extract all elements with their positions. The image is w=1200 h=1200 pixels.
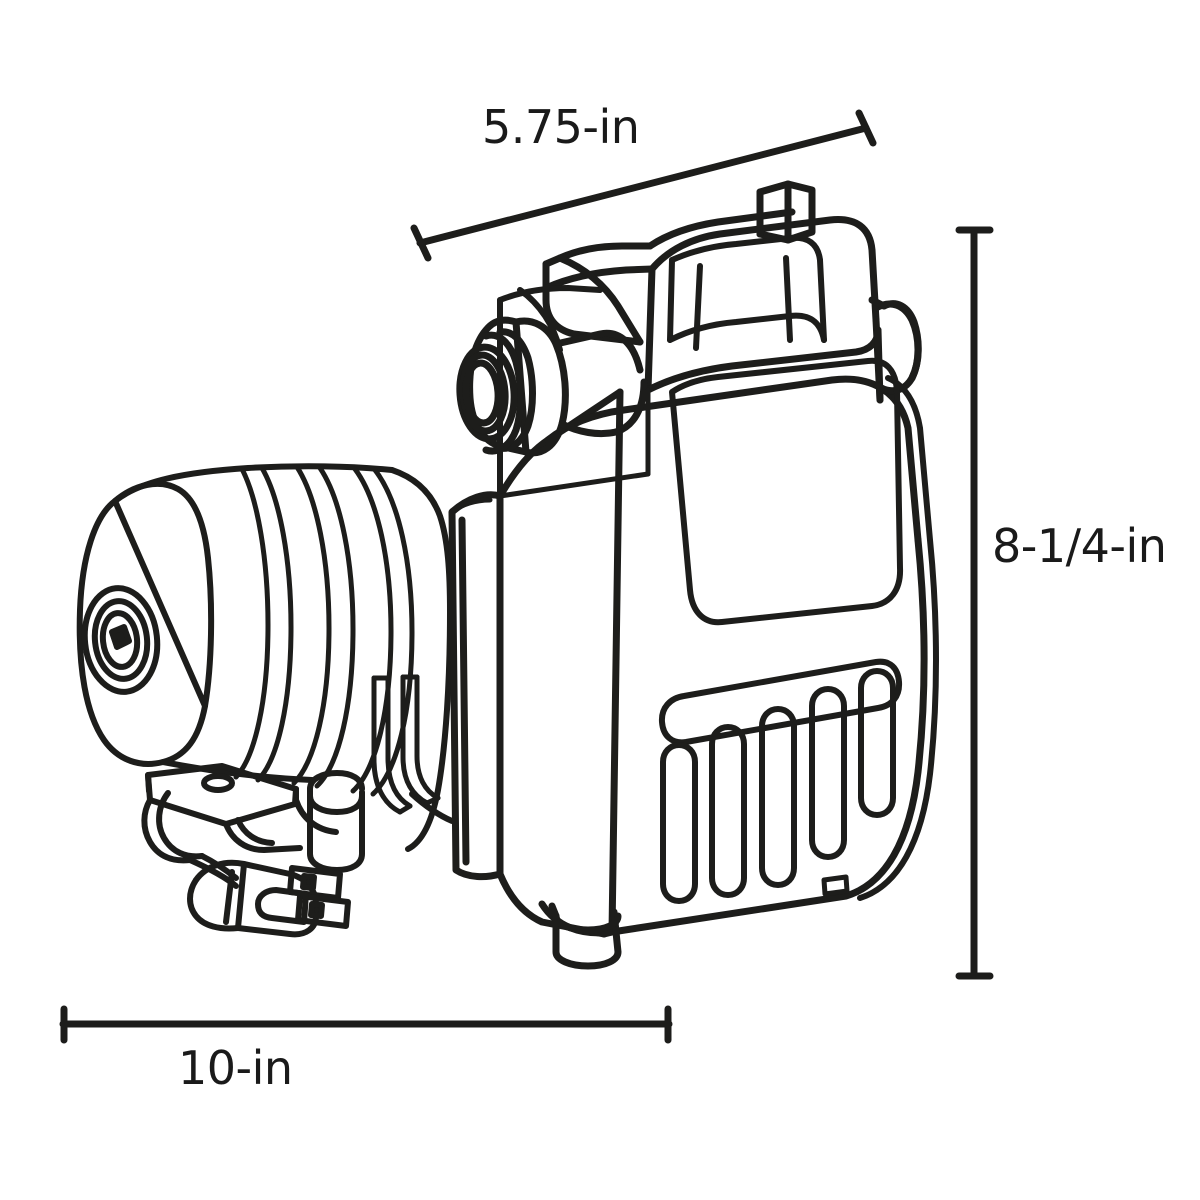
power-plug: [187, 859, 351, 938]
priming-plug: [756, 180, 816, 244]
motor-foot: [307, 770, 365, 873]
body-seam-lines: [449, 387, 651, 515]
dimension-label-height: 8-1/4-in: [992, 519, 1167, 573]
body-tab: [821, 874, 850, 897]
top-bracket: [542, 208, 796, 346]
motor-end-cap: [81, 585, 161, 695]
vent-slots: [658, 658, 903, 904]
drain-plug: [548, 902, 622, 970]
pump-volute-housing: [448, 388, 624, 938]
pump-top-casting: [644, 216, 884, 404]
motor-bands: [233, 464, 415, 797]
pump-body-shell: [538, 375, 928, 938]
motor-cooling-vents: [371, 674, 441, 815]
pump-body-right-contour: [857, 375, 939, 901]
dimension-line-height: [955, 226, 994, 980]
motor-housing: [76, 463, 395, 783]
dimension-line-width: [410, 109, 877, 262]
front-panel: [669, 357, 904, 626]
dimension-label-depth: 10-in: [178, 1041, 293, 1095]
inlet-boss: [497, 285, 603, 499]
top-casting-arch: [667, 234, 827, 351]
dimension-label-width: 5.75-in: [482, 100, 640, 154]
dimension-line-depth: [59, 1005, 673, 1044]
